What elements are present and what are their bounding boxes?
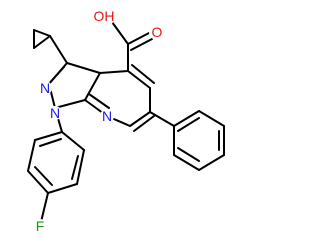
bond [33, 35, 51, 49]
bond [76, 149, 85, 185]
bond [130, 38, 153, 51]
atom-labels: OH O N N N F [33, 5, 165, 234]
pyrazole-ring [44, 62, 101, 109]
fluorine-label: F [36, 218, 45, 234]
bond [40, 192, 49, 223]
bond [127, 70, 151, 89]
bond [33, 29, 51, 37]
bond [133, 115, 155, 132]
bond [39, 138, 62, 147]
bond [54, 99, 86, 109]
bond [71, 155, 79, 180]
phenyl-ring [149, 110, 225, 171]
bond [177, 117, 200, 132]
molecule-diagram: OH O N N N F [27, 5, 225, 234]
bond [111, 21, 129, 45]
pyridine-ring [84, 64, 155, 132]
bond [34, 166, 53, 186]
bond [198, 110, 225, 127]
cyclopropyl-group [33, 29, 68, 64]
bond [149, 111, 175, 127]
bond [177, 147, 200, 162]
carbonyl-oxygen-label: O [152, 24, 163, 40]
fluorophenyl-ring [27, 107, 85, 223]
pyrazole-n2-label: N [40, 80, 50, 96]
bond [88, 93, 110, 109]
bond [131, 64, 155, 84]
bond [49, 35, 68, 64]
bond [173, 110, 200, 127]
hydroxyl-oxygen-label: OH [94, 8, 115, 24]
bond [34, 131, 63, 141]
bond [27, 139, 36, 172]
pyridine-nitrogen-label: N [102, 108, 112, 124]
bond [84, 72, 101, 101]
bond [27, 170, 49, 194]
bond [66, 62, 101, 74]
bond [198, 154, 225, 171]
pyrazole-n1-label: N [50, 105, 60, 121]
bond [129, 111, 151, 127]
bond [61, 131, 85, 151]
bond [127, 32, 150, 45]
bond [47, 183, 78, 194]
bond [99, 70, 129, 74]
bond [173, 154, 200, 171]
structure-svg: OH O N N N F [27, 5, 225, 234]
carboxylic-acid-group [111, 21, 153, 72]
